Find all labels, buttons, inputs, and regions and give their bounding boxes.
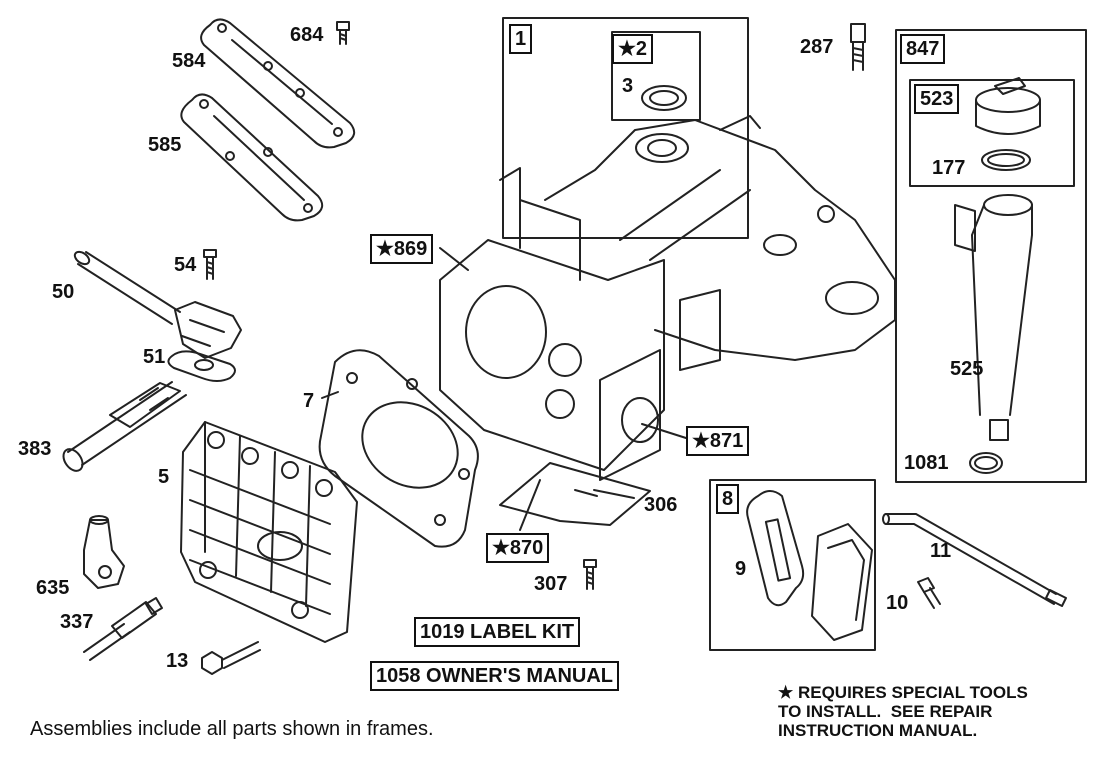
special-tools-note: ★ REQUIRES SPECIAL TOOLS TO INSTALL. SEE… [778,683,1028,740]
spark-plug-cap-635 [83,515,125,589]
part-label-9: 9 [735,558,747,580]
part-label-684: 684 [290,24,324,46]
dipstick-tube-525 [954,194,1033,441]
screw-54 [203,249,217,280]
part-label-306: 306 [644,494,678,516]
screw-287 [850,23,866,71]
part-label-584: 584 [172,50,206,72]
tube-383 [62,381,187,472]
part-label-635: 635 [36,577,70,599]
part-label-10: 10 [886,592,909,614]
leader-869 [439,247,469,271]
part-label-307: 307 [534,573,568,595]
gasket-51 [167,350,236,382]
part-label-337: 337 [60,611,94,633]
leader-870 [519,479,541,531]
part-label-54: 54 [174,254,197,276]
gasket-9 [746,490,805,607]
frame-tag-523: 523 [914,84,960,114]
special-tag-869: ★869 [370,234,434,264]
cylinder-block [439,115,896,481]
part-label-525: 525 [950,358,984,380]
part-label-11: 11 [930,540,952,562]
special-tag-870: ★870 [486,533,550,563]
tube-50 [73,250,242,359]
part-label-3: 3 [622,75,634,97]
frame-847-border [895,29,1087,483]
o-ring-1081 [969,452,1003,474]
screw-10 [917,577,941,609]
frame-tag-8: 8 [716,484,740,514]
head-gasket-7 [318,349,479,548]
spark-plug-337 [83,597,163,661]
special-tag-871: ★871 [686,426,750,456]
leader-7 [321,391,339,399]
frame-tag-2: ★2 [612,34,654,64]
breather-cover-8 [811,523,873,641]
tube-11 [882,513,1067,607]
owners-manual-box: 1058 OWNER'S MANUAL [370,661,620,691]
assemblies-footnote: Assemblies include all parts shown in fr… [30,718,434,740]
cap-523 [975,77,1041,135]
leader-306 [593,489,635,499]
screw-307 [583,559,597,590]
frame-8-border [709,479,876,651]
part-label-13: 13 [166,650,189,672]
part-label-585: 585 [148,134,182,156]
part-label-177: 177 [932,157,966,179]
label-kit-box: 1019 LABEL KIT [414,617,581,647]
part-label-383: 383 [18,438,52,460]
part-label-50: 50 [52,281,75,303]
bolt-13 [201,641,261,675]
cylinder-head-5 [180,421,358,643]
seal-3 [641,85,687,111]
gasket-585 [180,93,324,222]
part-label-1081: 1081 [904,452,949,474]
leader-871 [641,423,687,439]
frame-523-border [909,79,1075,187]
screw-684 [336,21,350,45]
o-ring-177 [981,149,1031,171]
part-label-7: 7 [303,390,315,412]
part-label-287: 287 [800,36,834,58]
label-306 [499,462,651,526]
frame-1-border [502,17,749,239]
part-label-51: 51 [143,346,166,368]
frame-tag-847: 847 [900,34,946,64]
frame-2-border [611,31,701,121]
frame-tag-1: 1 [509,24,533,54]
part-label-5: 5 [158,466,170,488]
gasket-584 [200,18,356,149]
